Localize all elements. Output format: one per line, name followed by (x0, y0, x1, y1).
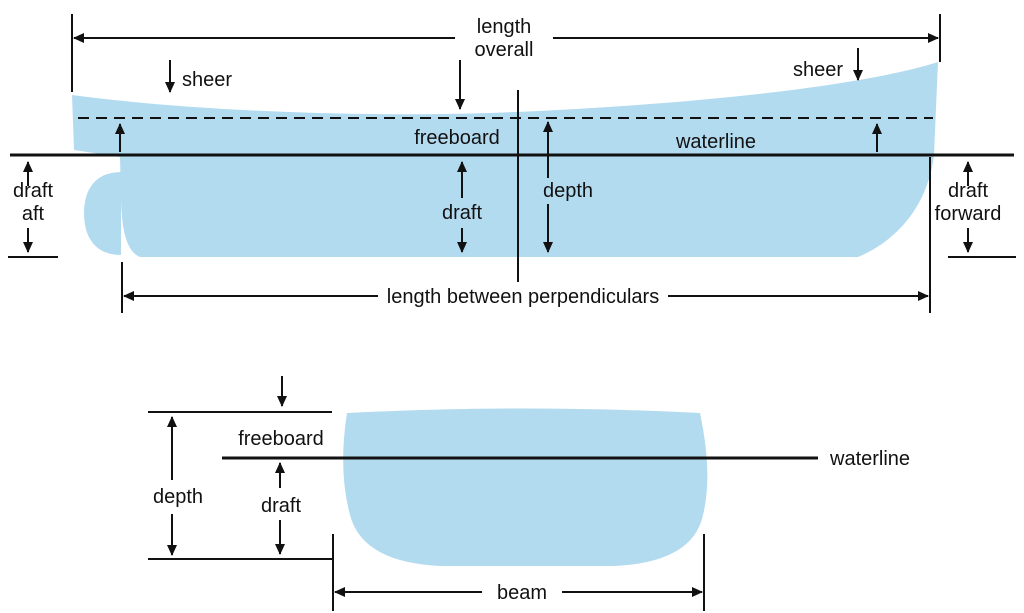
rudder-shape (84, 172, 121, 255)
section-view: freeboard waterline depth draft beam (148, 376, 910, 611)
beam-label: beam (497, 582, 547, 604)
draft-forward-label-line1: draft (948, 180, 988, 202)
lbp-label: length between perpendiculars (387, 286, 659, 308)
section-draft-label: draft (261, 495, 301, 517)
hull-side-profile (72, 62, 938, 257)
draft-aft-label-line2: aft (22, 203, 45, 225)
sheer-right-label: sheer (793, 59, 843, 81)
section-waterline-label: waterline (829, 448, 910, 470)
section-freeboard-label: freeboard (238, 428, 324, 450)
sheer-left-label: sheer (182, 69, 232, 91)
length-overall-label-line1: length (477, 16, 532, 38)
depth-label: depth (543, 180, 593, 202)
draft-label: draft (442, 202, 482, 224)
section-depth-label: depth (153, 486, 203, 508)
waterline-label: waterline (675, 131, 756, 153)
hull-cross-section (343, 408, 708, 566)
draft-aft-label-line1: draft (13, 180, 53, 202)
freeboard-label: freeboard (414, 127, 500, 149)
length-overall-label-line2: overall (475, 39, 534, 61)
side-view: length overall sheer sheer waterline fre… (8, 14, 1016, 313)
draft-forward-label-line2: forward (935, 203, 1002, 225)
